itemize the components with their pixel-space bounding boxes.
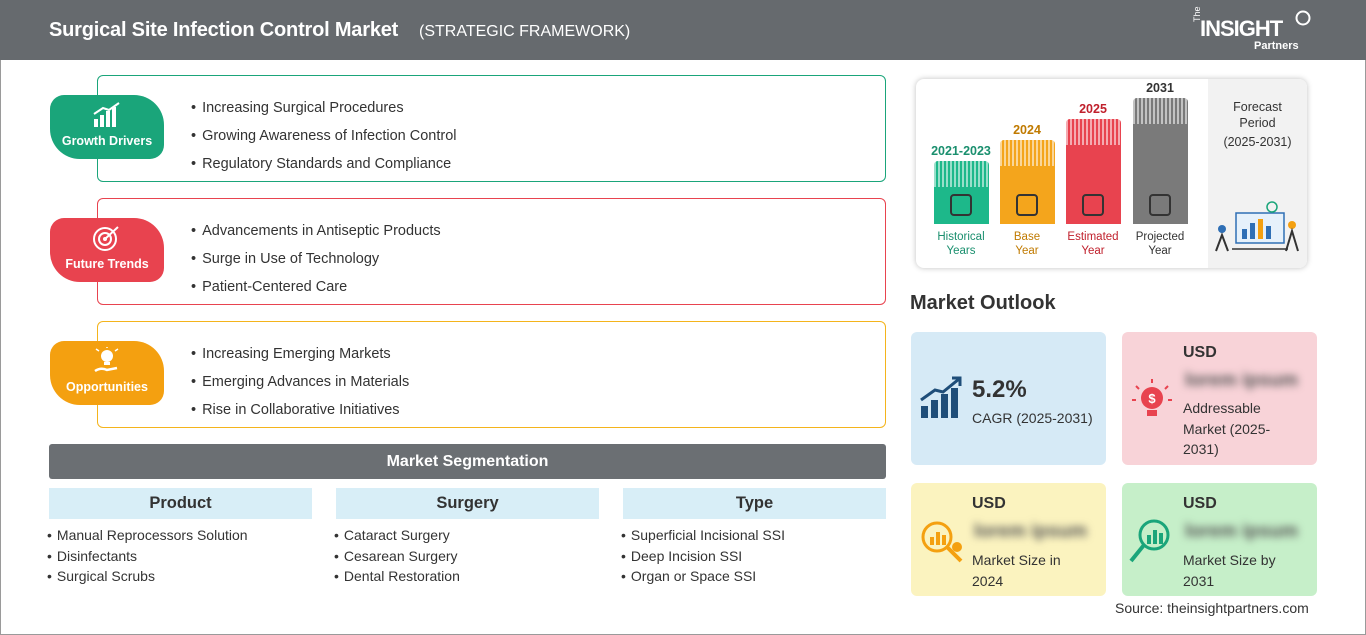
list-item: Growing Awareness of Infection Control xyxy=(191,122,456,150)
list-item: Dental Restoration xyxy=(334,566,599,587)
growth-drivers-list: Increasing Surgical Procedures Growing A… xyxy=(191,94,457,178)
timeline-bar-projected xyxy=(1133,98,1188,224)
history-clock-icon xyxy=(950,194,972,216)
page-title: Surgical Site Infection Control Market xyxy=(49,19,399,41)
usd-label: USD xyxy=(1183,495,1217,512)
growth-drivers-badge: Growth Drivers xyxy=(50,95,164,159)
segment-column-product: Product Manual Reprocessors Solution Dis… xyxy=(49,488,312,587)
analytics-people-icon xyxy=(1215,201,1299,252)
list-item: Advancements in Antiseptic Products xyxy=(191,217,441,245)
calendar-icon xyxy=(1016,194,1038,216)
header-bar: Surgical Site Infection Control Market (… xyxy=(0,0,1366,60)
market-size-2024-card: USD lorem ipsum Market Size in 2024 xyxy=(911,483,1106,596)
segment-header: Product xyxy=(49,488,312,519)
timeline-year: 2031 xyxy=(1146,81,1174,95)
addressable-label: Addressable Market (2025- 2031) xyxy=(1183,400,1271,457)
target-icon xyxy=(93,226,119,251)
blurred-value: lorem ipsum xyxy=(1185,370,1298,391)
dollar-bulb-icon: $ xyxy=(1132,379,1172,416)
cagr-label: CAGR (2025-2031) xyxy=(972,410,1093,426)
logo-insight: INSIGHT xyxy=(1200,16,1283,41)
list-item: Manual Reprocessors Solution xyxy=(47,525,312,546)
cagr-value: 5.2% xyxy=(972,376,1027,403)
opportunities-badge: Opportunities xyxy=(50,341,164,405)
logo-partners: Partners xyxy=(1254,40,1299,52)
blurred-value: lorem ipsum xyxy=(974,521,1087,542)
logo-magnifier-icon xyxy=(1295,10,1311,26)
growth-drivers-box: Increasing Surgical Procedures Growing A… xyxy=(97,75,886,182)
timeline-year: 2021-2023 xyxy=(931,144,991,158)
lightbulb-hand-icon xyxy=(94,347,119,373)
brand-logo[interactable]: The INSIGHT Partners xyxy=(1190,6,1320,54)
list-item: Increasing Emerging Markets xyxy=(191,340,409,368)
future-trends-badge: Future Trends xyxy=(50,218,164,282)
source-note: Source: theinsightpartners.com xyxy=(1115,600,1309,616)
list-item: Deep Incision SSI xyxy=(621,546,886,567)
list-item: Emerging Advances in Materials xyxy=(191,368,409,396)
list-item: Cataract Surgery xyxy=(334,525,599,546)
list-item: Patient-Centered Care xyxy=(191,273,441,301)
usd-label: USD xyxy=(972,495,1006,512)
list-item: Regulatory Standards and Compliance xyxy=(191,150,457,178)
market-outlook-title: Market Outlook xyxy=(910,292,1056,314)
opportunities-label: Opportunities xyxy=(66,380,148,394)
growth-drivers-label: Growth Drivers xyxy=(61,134,153,148)
market-size-2031-card: USD lorem ipsum Market Size by 2031 xyxy=(1122,483,1317,596)
magnifier-chart-icon xyxy=(1129,519,1170,563)
future-trends-box: Advancements in Antiseptic Products Surg… xyxy=(97,198,886,305)
opportunities-box: Increasing Emerging Markets Emerging Adv… xyxy=(97,321,886,428)
svg-text:$: $ xyxy=(1148,391,1156,406)
opportunities-list: Increasing Emerging Markets Emerging Adv… xyxy=(191,340,409,424)
presentation-icon xyxy=(1149,194,1171,216)
timeline-bar-base xyxy=(1000,140,1055,224)
list-item: Organ or Space SSI xyxy=(621,566,886,587)
usd-label: USD xyxy=(1183,344,1217,361)
blurred-value: lorem ipsum xyxy=(1185,521,1298,542)
page-subtitle: (STRATEGIC FRAMEWORK) xyxy=(419,23,631,40)
list-item: Surgical Scrubs xyxy=(47,566,312,587)
segment-column-surgery: Surgery Cataract Surgery Cesarean Surger… xyxy=(336,488,599,587)
timeline-year: 2025 xyxy=(1079,102,1107,116)
market-size-2024-label: Market Size in 2024 xyxy=(972,552,1061,589)
list-item: Superficial Incisional SSI xyxy=(621,525,886,546)
list-item: Rise in Collaborative Initiatives xyxy=(191,396,409,424)
forecast-label: Forecast Period (2025-2031) xyxy=(1223,100,1292,149)
addressable-market-card: USD lorem ipsum $ Addressable Market (20… xyxy=(1122,332,1317,465)
growth-bars-icon xyxy=(920,376,962,418)
list-item: Increasing Surgical Procedures xyxy=(191,94,457,122)
timeline-bar-estimated xyxy=(1066,119,1121,224)
segmentation-title: Market Segmentation xyxy=(49,444,886,479)
timeline-year: 2024 xyxy=(1013,123,1041,137)
segment-column-type: Type Superficial Incisional SSI Deep Inc… xyxy=(623,488,886,587)
timeline-bar-historical xyxy=(934,161,989,224)
future-trends-label: Future Trends xyxy=(65,257,149,271)
list-item: Cesarean Surgery xyxy=(334,546,599,567)
growth-chart-icon xyxy=(93,102,120,127)
segment-header: Surgery xyxy=(336,488,599,519)
segment-header: Type xyxy=(623,488,886,519)
cagr-card: 5.2% CAGR (2025-2031) xyxy=(911,332,1106,465)
gears-icon xyxy=(1082,194,1104,216)
future-trends-list: Advancements in Antiseptic Products Surg… xyxy=(191,217,441,301)
market-size-2031-label: Market Size by 2031 xyxy=(1183,552,1276,589)
magnifier-chart-icon xyxy=(921,521,963,563)
list-item: Disinfectants xyxy=(47,546,312,567)
list-item: Surge in Use of Technology xyxy=(191,245,441,273)
